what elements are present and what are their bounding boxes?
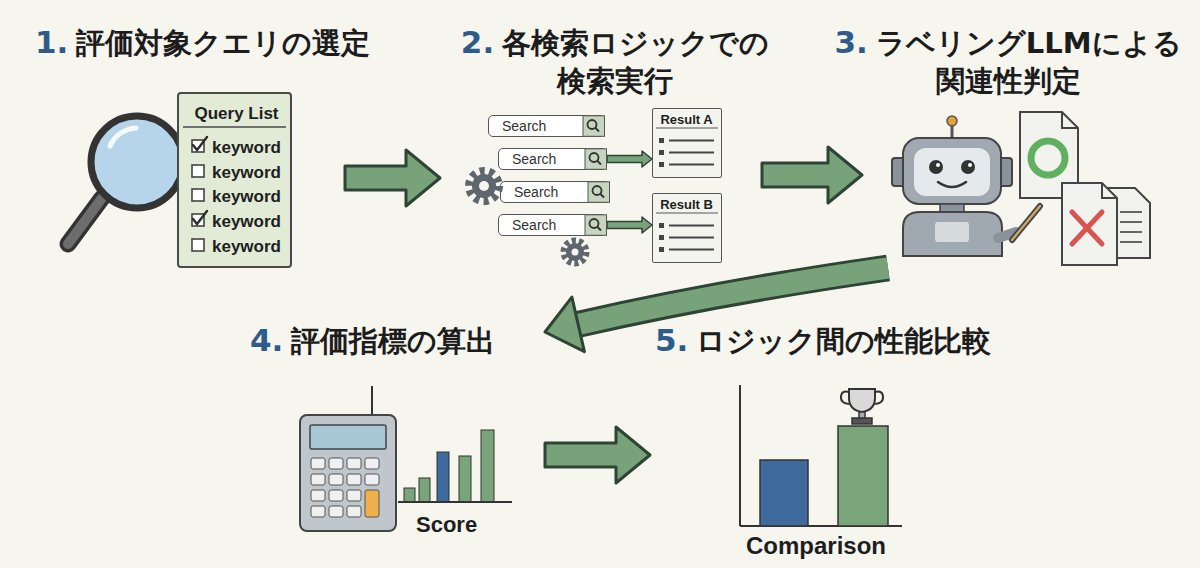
- search-bar: Search: [500, 181, 610, 203]
- step-block: 3.ラベリングLLMによる 関連性判定: [862, 100, 1170, 268]
- step-heading: 4.評価指標の算出: [250, 321, 550, 360]
- step-number: 4.: [250, 322, 283, 358]
- step-block: 1.評価対象クエリの選定Query Listkeywordkeywordkeyw…: [55, 90, 345, 270]
- box-title: Query List: [181, 103, 292, 125]
- flow-arrow: [545, 268, 888, 352]
- step-title: ラベリングLLMによる 関連性判定: [876, 26, 1182, 98]
- search-text: Search: [502, 116, 546, 136]
- search-bar: Search: [498, 214, 607, 236]
- step-title: 各検索ロジックでの 検索実行: [502, 26, 769, 98]
- document-icon: [1020, 112, 1150, 265]
- keyword-item: keyword: [212, 211, 281, 233]
- search-icons: [583, 116, 610, 236]
- step-number: 5.: [655, 322, 688, 358]
- calculator-icon: [300, 386, 396, 531]
- flow-arrow: [762, 147, 862, 203]
- step-title: ロジック間の性能比較: [696, 324, 991, 358]
- chart-label: Score: [416, 512, 477, 538]
- step-heading: 2.各検索ロジックでの 検索実行: [440, 23, 790, 100]
- chart-label: Comparison: [746, 532, 886, 560]
- step-block: 4.評価指標の算出: [245, 318, 545, 540]
- step-block: 5.ロジック間の性能比較: [650, 318, 1020, 560]
- small-arrow: [607, 217, 652, 233]
- step-block: 2.各検索ロジックでの 検索実行SearchSearchSearchSearch…: [440, 100, 762, 270]
- search-text: Search: [514, 182, 558, 202]
- keyword-item: keyword: [212, 186, 281, 208]
- step-title: 評価指標の算出: [291, 324, 495, 358]
- keyword-item: keyword: [212, 162, 281, 184]
- result-box: Result B: [652, 193, 722, 263]
- score-bar-chart: [398, 430, 512, 502]
- search-text: Search: [512, 215, 556, 235]
- gear-icon: [469, 171, 586, 263]
- step-heading: 5.ロジック間の性能比較: [655, 321, 1035, 360]
- step-number: 2.: [461, 24, 494, 60]
- robot-icon: [892, 116, 1040, 256]
- box-title: Result A: [653, 112, 720, 128]
- small-arrow: [607, 151, 652, 167]
- step-number: 1.: [35, 24, 68, 60]
- step-number: 3.: [834, 24, 867, 60]
- query-checkboxes: [183, 127, 286, 251]
- query-list-panel: Query Listkeywordkeywordkeywordkeywordke…: [177, 92, 292, 268]
- keyword-item: keyword: [212, 137, 281, 159]
- step-heading: 1.評価対象クエリの選定: [35, 23, 455, 62]
- result-box: Result A: [652, 108, 722, 178]
- magnifier-icon: [68, 116, 183, 244]
- search-bar: Search: [488, 115, 605, 137]
- search-text: Search: [512, 149, 556, 169]
- step-heading: 3.ラベリングLLMによる 関連性判定: [822, 23, 1194, 100]
- result-list-lines: [656, 128, 718, 252]
- flow-arrow: [345, 150, 440, 206]
- flow-arrow: [545, 427, 650, 483]
- keyword-item: keyword: [212, 236, 281, 258]
- search-bar: Search: [498, 148, 607, 170]
- box-title: Result B: [653, 197, 720, 213]
- comparison-bar-chart: [740, 385, 902, 526]
- step-title: 評価対象クエリの選定: [76, 26, 370, 60]
